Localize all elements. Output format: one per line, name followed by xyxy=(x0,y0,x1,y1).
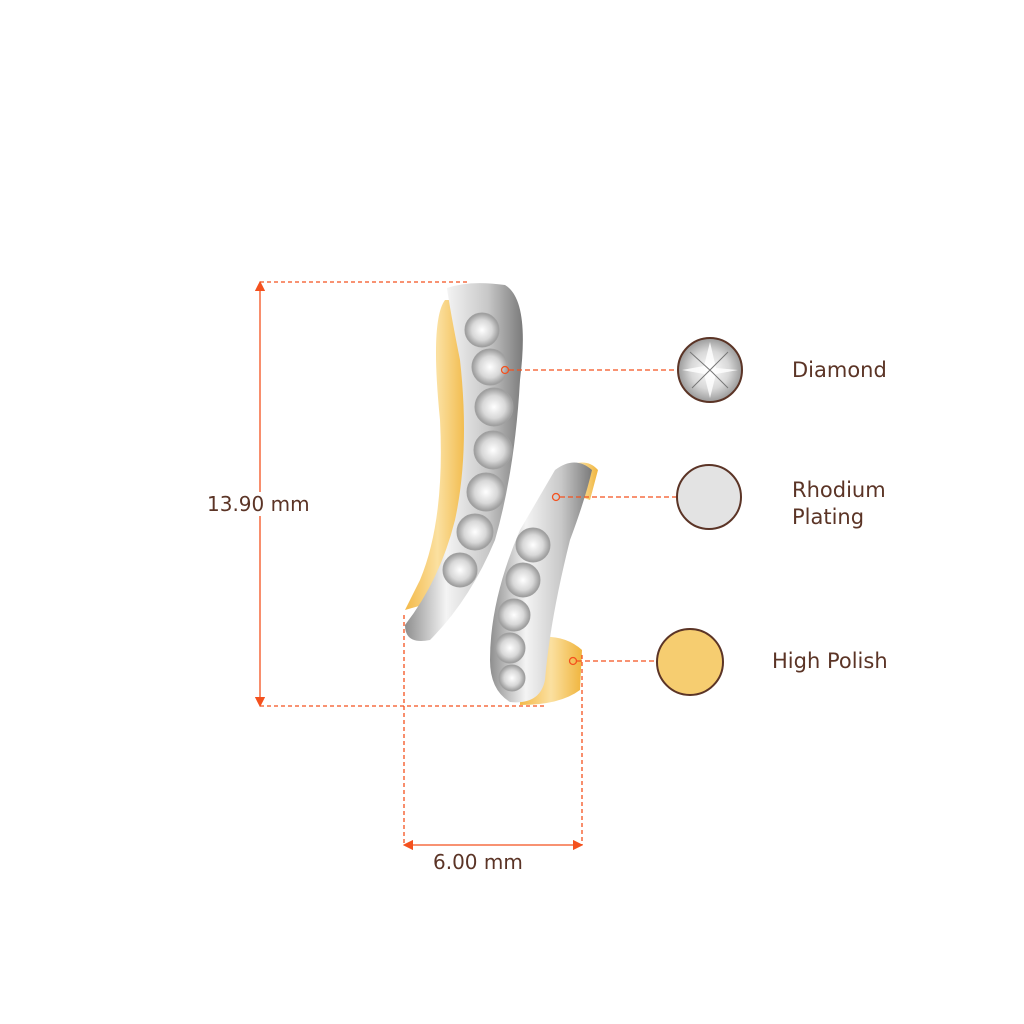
gold-swatch-icon xyxy=(656,628,724,696)
width-dimension xyxy=(402,615,584,851)
height-label: 13.90 mm xyxy=(205,492,312,516)
rhodium-label-line2: Plating xyxy=(792,505,865,529)
earring-image xyxy=(405,283,598,705)
width-label: 6.00 mm xyxy=(431,850,525,874)
rhodium-label-line1: Rhodium xyxy=(792,478,886,502)
rhodium-swatch-icon xyxy=(676,464,742,530)
callout-leaders xyxy=(500,365,677,666)
diamond-row xyxy=(442,312,551,692)
high-polish-label: High Polish xyxy=(772,649,888,673)
diamond-swatch-icon xyxy=(677,337,743,403)
diamond-label: Diamond xyxy=(792,358,887,382)
